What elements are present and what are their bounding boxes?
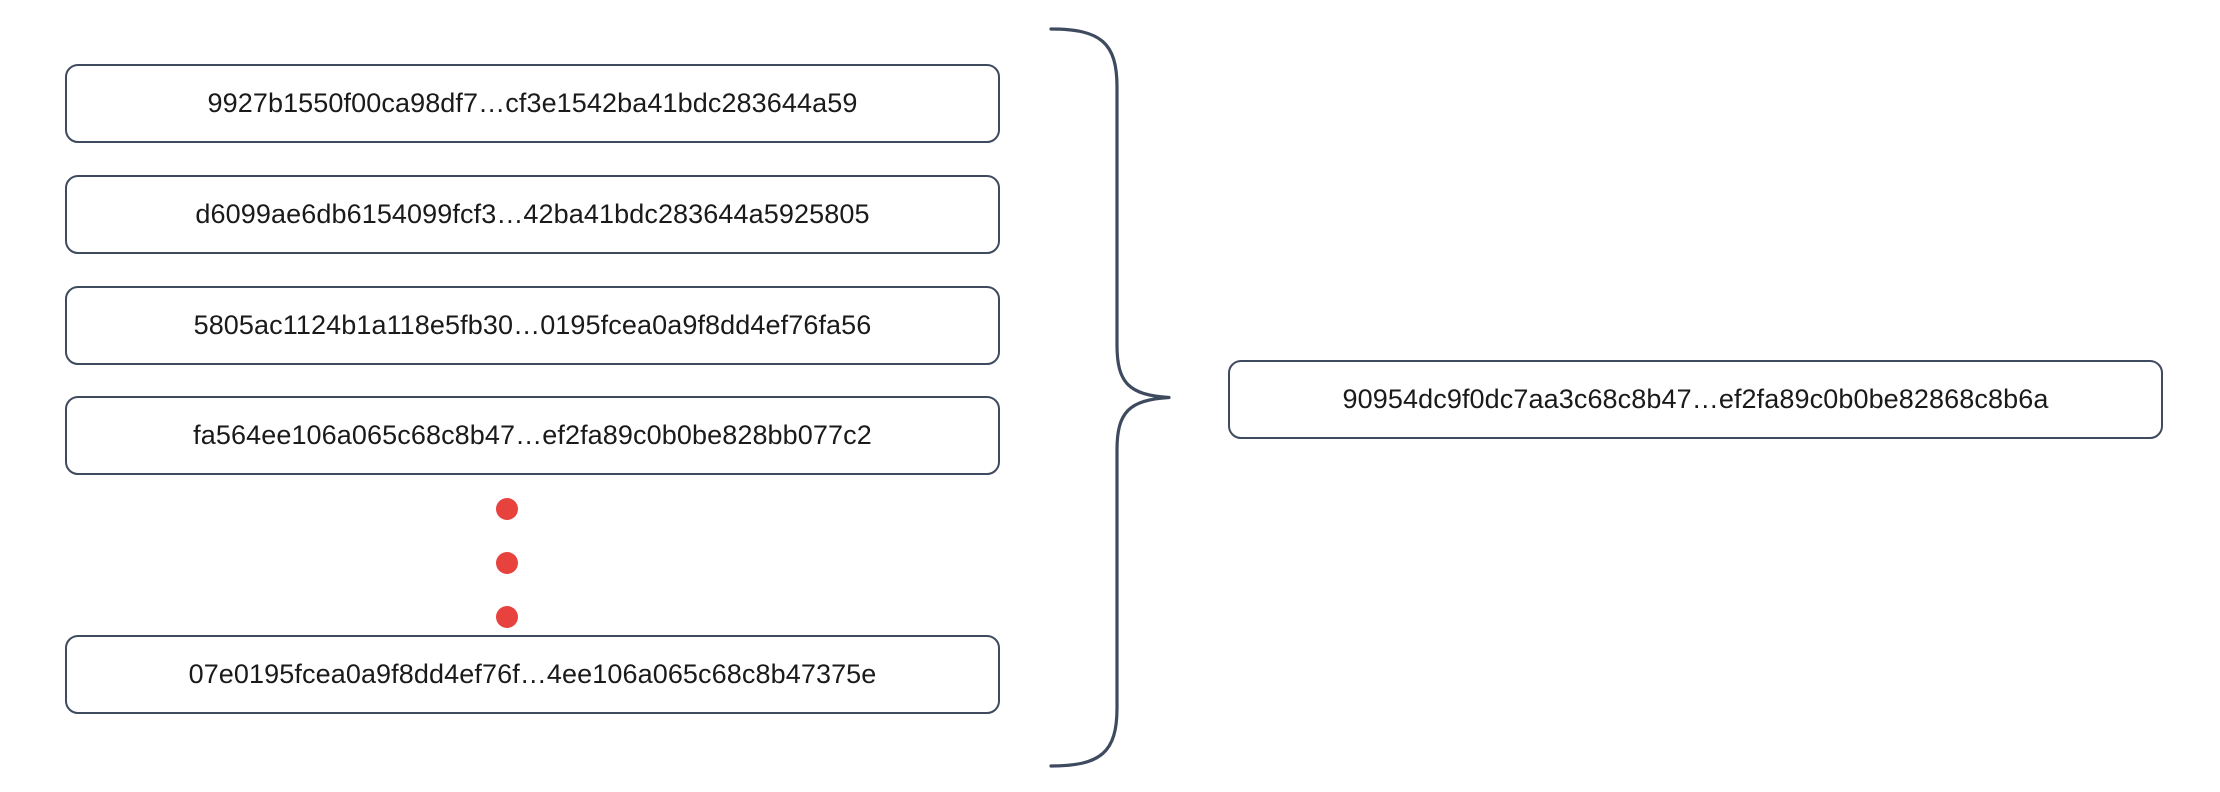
ellipsis-dot (496, 498, 518, 520)
vertical-ellipsis-icon (495, 498, 519, 628)
input-hash-box-1[interactable]: 9927b1550f00ca98df7…cf3e1542ba41bdc28364… (65, 64, 1000, 143)
output-hash-box[interactable]: 90954dc9f0dc7aa3c68c8b47…ef2fa89c0b0be82… (1228, 360, 2163, 439)
input-hash-box-2[interactable]: d6099ae6db6154099fcf3…42ba41bdc283644a59… (65, 175, 1000, 254)
hash-value: 9927b1550f00ca98df7…cf3e1542ba41bdc28364… (207, 88, 858, 118)
input-hash-box-3[interactable]: 5805ac1124b1a118e5fb30…0195fcea0a9f8dd4e… (65, 286, 1000, 365)
hash-value: 07e0195fcea0a9f8dd4ef76f…4ee106a065c68c8… (188, 659, 877, 689)
hash-value: 90954dc9f0dc7aa3c68c8b47…ef2fa89c0b0be82… (1342, 384, 2049, 414)
input-hash-box-4[interactable]: fa564ee106a065c68c8b47…ef2fa89c0b0be828b… (65, 396, 1000, 475)
input-hash-box-5[interactable]: 07e0195fcea0a9f8dd4ef76f…4ee106a065c68c8… (65, 635, 1000, 714)
hash-value: 5805ac1124b1a118e5fb30…0195fcea0a9f8dd4e… (193, 310, 872, 340)
hash-value: fa564ee106a065c68c8b47…ef2fa89c0b0be828b… (193, 420, 872, 450)
ellipsis-dot (496, 606, 518, 628)
curly-brace-icon (1045, 25, 1175, 770)
hash-value: d6099ae6db6154099fcf3…42ba41bdc283644a59… (195, 199, 870, 229)
ellipsis-dot (496, 552, 518, 574)
